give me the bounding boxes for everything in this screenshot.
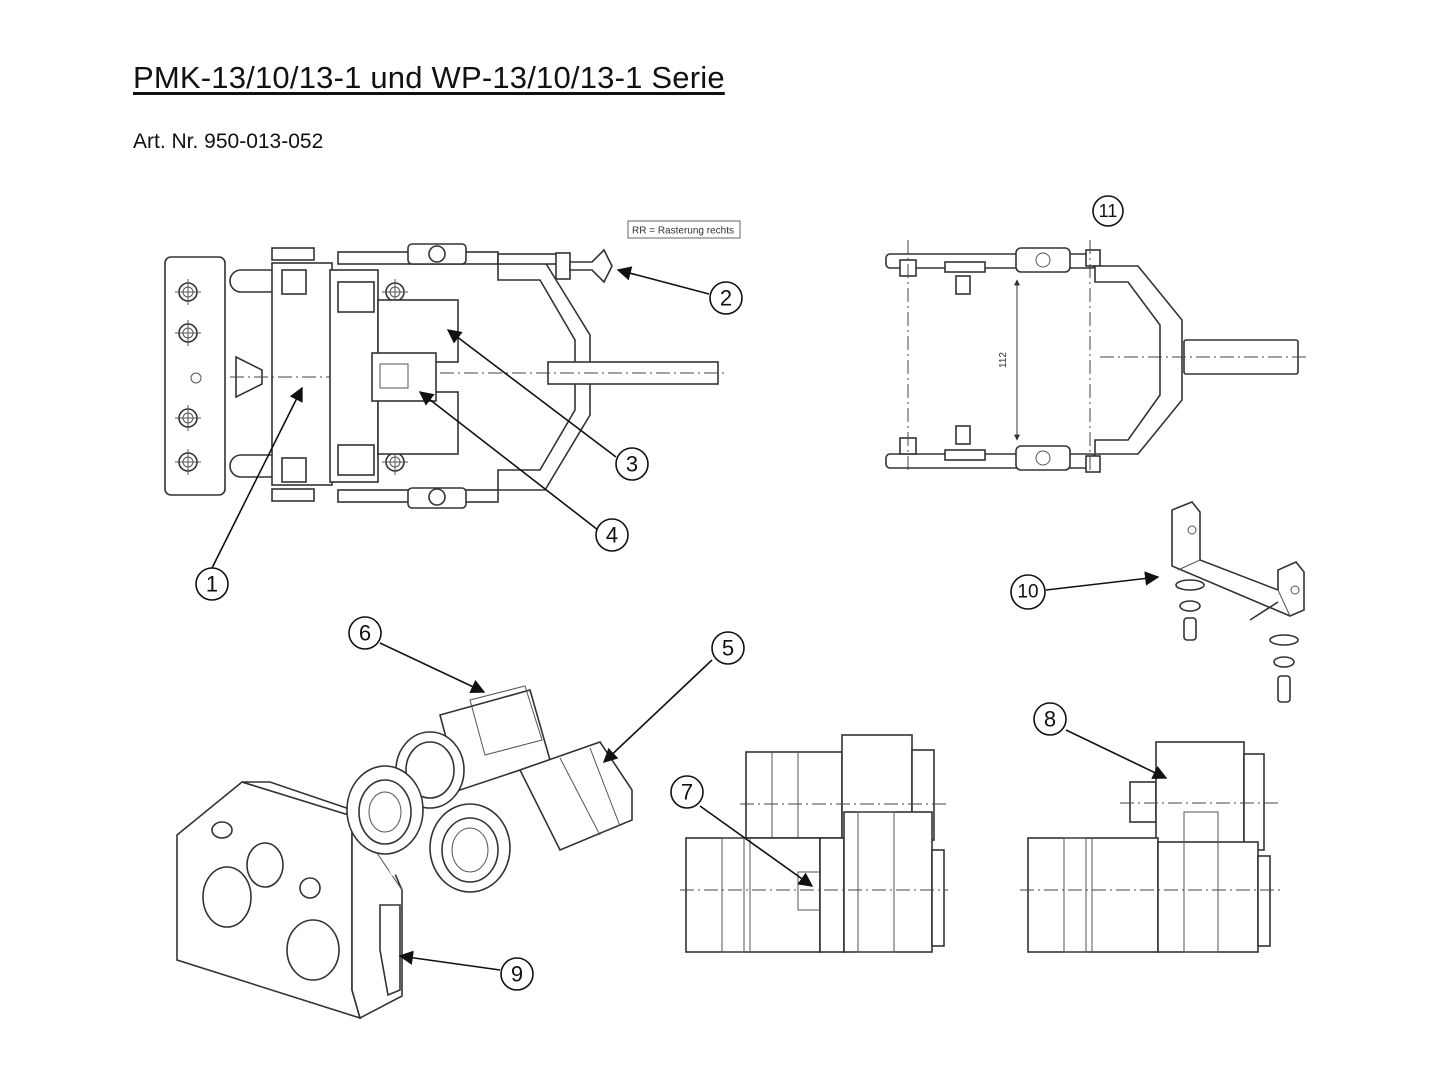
- callout-9: 9: [500, 957, 534, 991]
- svg-text:4: 4: [606, 523, 618, 548]
- coupling-side-view-7: [680, 734, 948, 953]
- plate-iso-view: [176, 781, 403, 1020]
- svg-text:9: 9: [511, 962, 523, 987]
- callout-8: 8: [1033, 702, 1067, 736]
- assembly-top-view: RR = Rasterung rechts: [164, 220, 741, 509]
- callout-2: 2: [709, 281, 743, 315]
- callout-3: 3: [615, 447, 649, 481]
- article-number: Art. Nr. 950-013-052: [133, 130, 324, 153]
- svg-text:2: 2: [720, 286, 732, 311]
- callout-4: 4: [595, 518, 629, 552]
- svg-text:5: 5: [722, 636, 734, 661]
- svg-text:1: 1: [206, 572, 218, 597]
- leader-arrows: [211, 266, 1168, 971]
- coupling-side-view-8: [1020, 741, 1280, 953]
- callout-10: 10: [1010, 574, 1046, 610]
- callout-5: 5: [711, 631, 745, 665]
- callout-7: 7: [670, 775, 704, 809]
- note-label: RR = Rasterung rechts: [632, 226, 734, 237]
- callout-1: 1: [195, 567, 229, 601]
- bracket-iso-view: [1171, 501, 1305, 703]
- svg-text:10: 10: [1017, 582, 1038, 603]
- svg-text:11: 11: [1099, 201, 1118, 221]
- callout-6: 6: [348, 616, 382, 650]
- callout-11: 11: [1092, 195, 1124, 227]
- dimension-label: 112: [998, 352, 1009, 368]
- svg-text:6: 6: [359, 621, 371, 646]
- svg-text:7: 7: [681, 780, 693, 805]
- page-title: PMK-13/10/13-1 und WP-13/10/13-1 Serie: [133, 60, 725, 95]
- fork-view: 112: [885, 240, 1310, 473]
- svg-text:8: 8: [1044, 707, 1056, 732]
- svg-text:3: 3: [626, 452, 638, 477]
- couplings-iso-view: [346, 685, 633, 893]
